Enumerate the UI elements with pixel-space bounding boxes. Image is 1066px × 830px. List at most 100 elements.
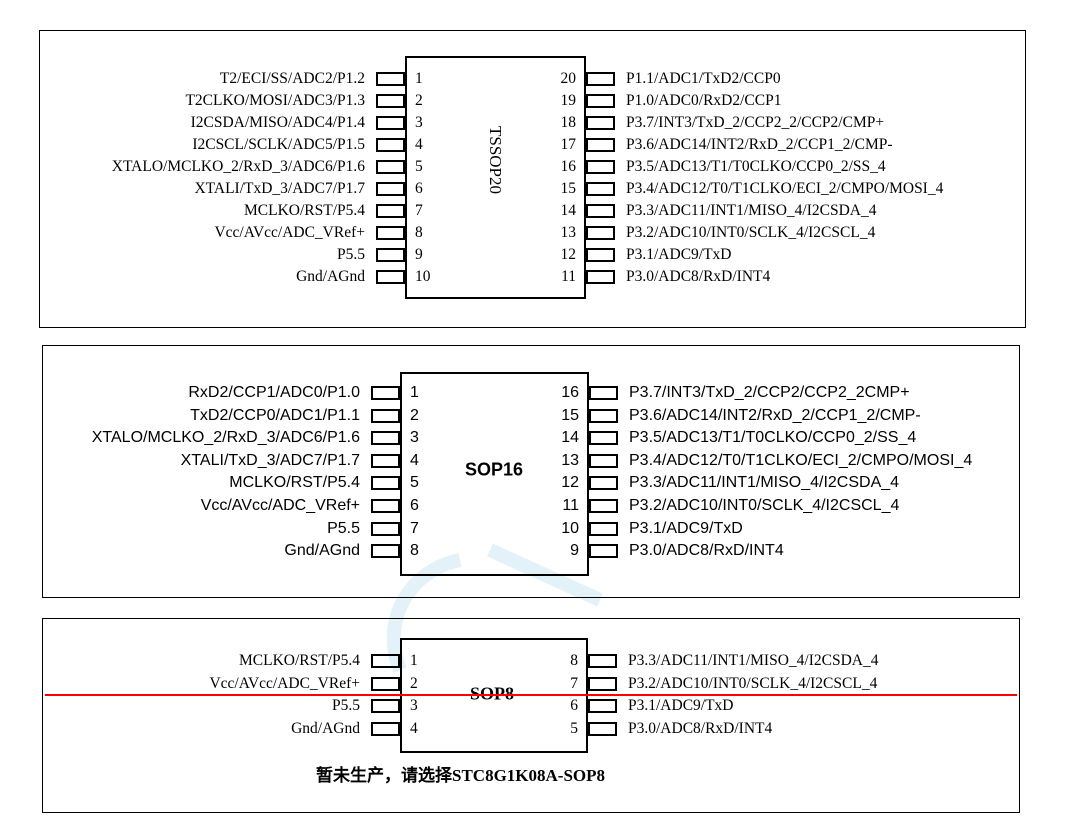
pin-pad	[586, 248, 615, 262]
pin-number: 13	[560, 224, 577, 241]
pin-number: 4	[415, 136, 423, 153]
pin-number: 2	[415, 92, 423, 109]
pin-pad	[588, 654, 617, 668]
pin-number: 13	[561, 451, 579, 469]
pin-number: 6	[570, 697, 578, 715]
pin-number: 5	[410, 474, 419, 492]
pin-label: MCLKO/RST/P5.4	[229, 474, 360, 492]
pin-pad	[589, 453, 618, 468]
pin-number: 6	[415, 180, 423, 197]
pin-label: XTALO/MCLKO_2/RxD_3/ADC6/P1.6	[91, 429, 360, 447]
pin-number: 9	[570, 542, 579, 560]
pin-pad	[376, 248, 405, 262]
pin-pad	[376, 270, 405, 284]
pin-number: 12	[560, 246, 577, 263]
pin-number: 11	[561, 268, 576, 285]
pin-pad	[371, 431, 400, 446]
pin-label: P3.2/ADC10/INT0/SCLK_4/I2CSCL_4	[628, 674, 878, 692]
pin-pad	[376, 72, 405, 86]
pin-number: 7	[570, 674, 578, 692]
pin-number: 6	[410, 497, 419, 514]
pin-label: Vcc/AVcc/ADC_VRef+	[200, 497, 360, 514]
pin-label: P3.1/ADC9/TxD	[628, 697, 734, 715]
pin-label: P3.0/ADC8/RxD/INT4	[628, 719, 773, 737]
pin-pad	[371, 499, 400, 513]
pin-label: Gnd/AGnd	[291, 719, 360, 737]
pin-label: P3.7/INT3/TxD_2/CCP2/CCP2_2CMP+	[629, 384, 910, 401]
pin-label: P3.5/ADC13/T1/T0CLKO/CCP0_2/SS_4	[626, 158, 886, 175]
pin-number: 3	[415, 114, 423, 131]
pin-label: P3.7/INT3/TxD_2/CCP2_2/CCP2/CMP+	[626, 114, 885, 131]
pin-number: 8	[570, 652, 578, 669]
pin-pad	[589, 521, 618, 536]
pin-number: 14	[560, 202, 577, 219]
pin-pad	[376, 182, 405, 196]
pin-pad	[589, 386, 618, 400]
pin-pad	[586, 226, 615, 240]
chip-body-tssop20	[405, 56, 586, 299]
pin-pad	[371, 476, 400, 491]
pin-pad	[371, 544, 400, 559]
pin-number: 10	[561, 519, 579, 537]
pin-label: T2/ECI/SS/ADC2/P1.2	[219, 70, 365, 87]
pin-pad	[371, 453, 400, 468]
pin-number: 3	[410, 429, 419, 447]
package-name: SOP16	[464, 459, 524, 480]
pin-label: Gnd/AGnd	[284, 542, 360, 560]
pin-label: P3.4/ADC12/T0/T1CLKO/ECI_2/CMPO/MOSI_4	[626, 180, 944, 197]
package-panel-tssop20	[39, 30, 1026, 328]
package-name: TSSOP20	[486, 125, 505, 195]
pin-pad	[586, 182, 615, 196]
pin-pad	[586, 270, 615, 284]
pin-label: TxD2/CCP0/ADC1/P1.1	[190, 406, 360, 424]
pin-label: MCLKO/RST/P5.4	[238, 652, 360, 669]
pin-label: P1.1/ADC1/TxD2/CCP0	[626, 70, 781, 87]
pin-number: 3	[410, 697, 418, 715]
pin-number: 19	[560, 92, 577, 109]
pin-pad	[376, 226, 405, 240]
pin-pad	[586, 94, 615, 108]
pin-label: P3.6/ADC14/INT2/RxD_2/CCP1_2/CMP-	[626, 136, 893, 153]
pin-number: 15	[560, 180, 577, 197]
pin-number: 5	[415, 158, 423, 175]
pin-pad	[376, 160, 405, 174]
pin-label: T2CLKO/MOSI/ADC3/P1.3	[185, 92, 365, 109]
pin-number: 9	[415, 246, 423, 263]
pin-label: P3.0/ADC8/RxD/INT4	[629, 542, 784, 560]
pin-number: 4	[410, 719, 418, 737]
pin-number: 10	[415, 268, 431, 285]
pin-pad	[589, 476, 618, 491]
pin-number: 1	[415, 70, 423, 87]
pin-label: XTALI/TxD_3/ADC7/P1.7	[180, 451, 360, 469]
pin-label: P3.0/ADC8/RxD/INT4	[626, 268, 771, 285]
pin-label: P3.2/ADC10/INT0/SCLK_4/I2CSCL_4	[626, 224, 876, 241]
pin-number: 14	[561, 429, 579, 447]
pin-pad	[588, 699, 617, 714]
pin-label: XTALO/MCLKO_2/RxD_3/ADC6/P1.6	[111, 158, 365, 175]
pin-pad	[376, 138, 405, 152]
pin-pad	[589, 499, 618, 513]
pin-label: RxD2/CCP1/ADC0/P1.0	[188, 384, 360, 401]
pin-number: 8	[415, 224, 423, 241]
pin-pad	[586, 160, 615, 174]
pin-pad	[371, 721, 400, 736]
pin-number: 20	[560, 70, 577, 87]
pin-number: 18	[560, 114, 577, 131]
pin-pad	[376, 204, 405, 218]
pin-number: 11	[562, 497, 579, 514]
pin-pad	[376, 94, 405, 108]
pin-number: 7	[415, 202, 423, 219]
pin-label: P5.5	[337, 246, 365, 263]
pin-pad	[586, 72, 615, 86]
pin-label: P3.2/ADC10/INT0/SCLK_4/I2CSCL_4	[629, 497, 900, 514]
pin-pad	[589, 408, 618, 423]
pin-label: Gnd/AGnd	[296, 268, 365, 285]
pin-pad	[371, 699, 400, 714]
pin-number: 15	[561, 406, 579, 424]
pin-label: P3.5/ADC13/T1/T0CLKO/CCP0_2/SS_4	[629, 429, 917, 447]
pin-number: 8	[410, 542, 419, 560]
pin-label: I2CSDA/MISO/ADC4/P1.4	[190, 114, 365, 131]
pin-number: 16	[561, 384, 579, 401]
pin-pad	[589, 544, 618, 559]
pin-pad	[586, 204, 615, 218]
